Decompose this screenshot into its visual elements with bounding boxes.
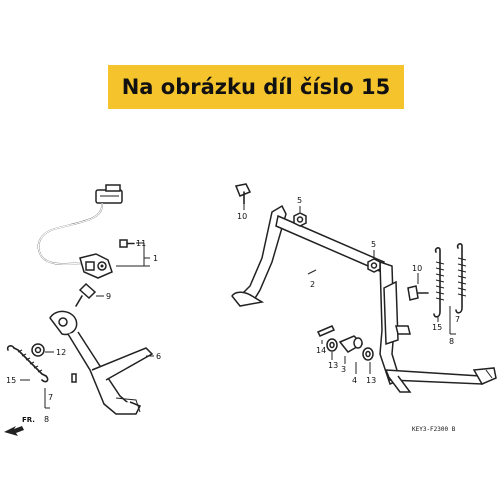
callout-5-top: 5	[297, 196, 302, 205]
mainstand-nut-top[interactable]	[293, 212, 307, 227]
cotter-pin[interactable]	[316, 325, 336, 337]
callout-4: 4	[352, 376, 357, 385]
callout-6: 6	[156, 352, 161, 361]
callout-1: 1	[153, 254, 158, 263]
sidestand-switch[interactable]	[37, 184, 123, 279]
diagram-code: KEY3-F2300 B	[412, 426, 456, 433]
banner-text: Na obrázku díl číslo 15	[121, 75, 391, 99]
front-label: FR.	[22, 416, 35, 424]
callout-7-right: 7	[455, 315, 460, 324]
front-direction-arrow: FR.	[4, 416, 35, 436]
callout-11: 11	[136, 239, 146, 248]
sidestand-spring[interactable]	[6, 345, 49, 383]
sidestand-nut[interactable]	[31, 343, 45, 357]
callout-9: 9	[106, 292, 111, 301]
callout-7-left: 7	[48, 393, 53, 402]
side-stand[interactable]	[49, 310, 154, 415]
main-stand[interactable]	[231, 204, 497, 393]
callout-8-right: 8	[449, 337, 454, 346]
part-number-banner: Na obrázku díl číslo 15	[108, 65, 404, 109]
callout-10-top: 10	[237, 212, 247, 221]
callout-8-left: 8	[44, 415, 49, 424]
mainstand-nut-right[interactable]	[367, 258, 381, 273]
pivot-washer-right[interactable]	[362, 347, 374, 361]
callout-13-left: 13	[328, 361, 338, 370]
mainstand-springs[interactable]	[433, 243, 467, 318]
callout-13-right: 13	[366, 376, 376, 385]
pivot-washer-left[interactable]	[326, 338, 338, 352]
callout-5-right: 5	[371, 240, 376, 249]
callout-3: 3	[341, 365, 346, 374]
mainstand-bolt-right[interactable]	[407, 285, 429, 301]
mainstand-bolt-top[interactable]	[234, 183, 252, 205]
callout-15-left: 15	[6, 376, 16, 385]
callout-10-right: 10	[412, 264, 422, 273]
callout-14: 14	[316, 346, 326, 355]
callout-15-right: 15	[432, 323, 442, 332]
switch-bolt[interactable]	[119, 239, 135, 248]
callout-2: 2	[310, 280, 315, 289]
sidestand-bolt[interactable]	[75, 282, 97, 307]
callout-12: 12	[56, 348, 66, 357]
pivot-collar[interactable]	[338, 335, 364, 353]
sidestand-pin[interactable]	[71, 373, 77, 383]
